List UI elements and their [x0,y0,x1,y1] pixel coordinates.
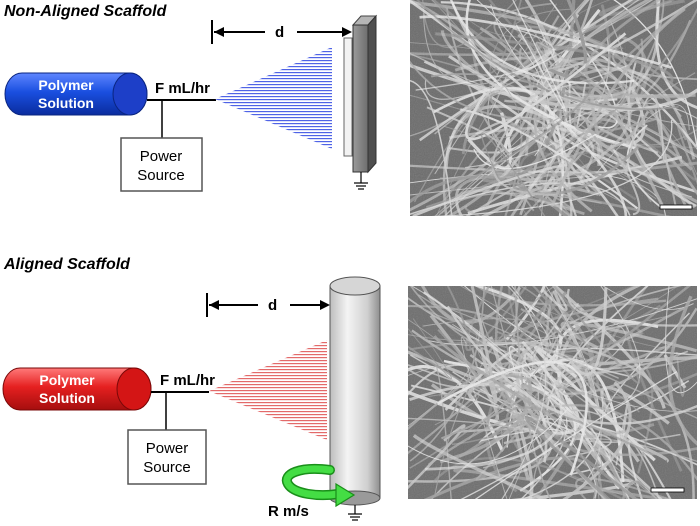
spray-cone-blue [215,47,332,149]
non-aligned-section: Non-Aligned Scaffold d Polymer Solution … [4,0,697,216]
distance-label: d [268,297,277,314]
polymer-syringe-red: Polymer Solution [2,367,152,411]
non-aligned-fiber-micrograph [410,0,697,216]
polymer-syringe-blue: Polymer Solution [4,72,148,116]
flow-rate-label: F mL/hr [155,80,210,97]
distance-marker: d [211,20,352,44]
aligned-section: Aligned Scaffold d Polymer Solution F mL… [2,256,697,525]
flat-plate-collector [343,14,378,174]
aligned-fiber-micrograph [385,286,697,525]
fiber-strand [385,506,562,525]
distance-marker: d [206,293,330,317]
power-source-box: Power Source [120,137,203,192]
flow-rate-label: F mL/hr [160,372,215,389]
solution-label-line2: Solution [38,95,94,111]
arrow-left-icon [214,27,224,37]
power-label-line1: Power [146,440,189,457]
ground-icon [348,505,362,521]
scale-bar [659,204,693,210]
power-label-line1: Power [140,148,183,165]
distance-label: d [275,24,284,41]
scale-bar [650,487,685,493]
rotation-speed-label: R m/s [268,503,309,520]
section-title: Non-Aligned Scaffold [4,3,168,20]
solution-label-line2: Solution [39,390,95,406]
spray-cone-red [209,340,327,440]
arrow-right-icon [342,27,352,37]
ground-icon [354,172,368,190]
power-source-box: Power Source [127,429,207,485]
section-title: Aligned Scaffold [3,256,131,273]
power-label-line2: Source [143,459,191,476]
arrow-left-icon [209,300,219,310]
rotating-drum-collector [329,276,381,506]
power-label-line2: Source [137,167,185,184]
arrow-right-icon [320,300,330,310]
solution-label-line1: Polymer [39,372,95,388]
solution-label-line1: Polymer [38,77,94,93]
rotation-arrow-icon [282,464,356,508]
